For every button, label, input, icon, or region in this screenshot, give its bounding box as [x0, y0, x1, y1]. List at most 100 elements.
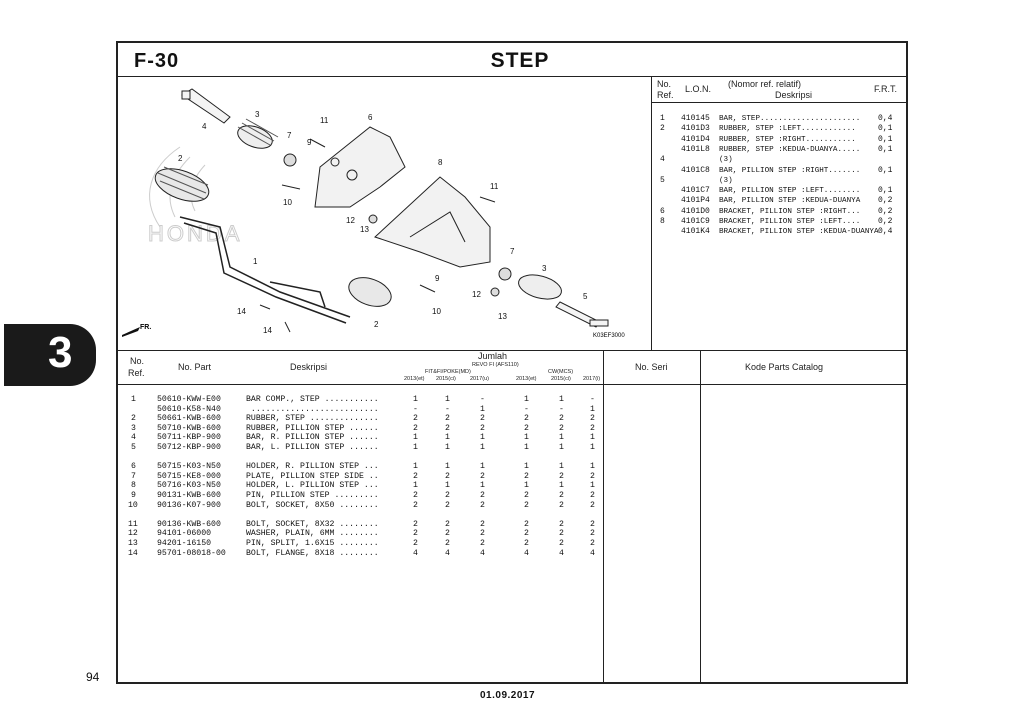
parts-row-qty: 2 [559, 423, 564, 433]
svg-text:10: 10 [283, 198, 292, 207]
parts-row-ref: 14 [128, 548, 138, 558]
svg-text:2: 2 [374, 320, 379, 329]
parts-row-qty: 4 [590, 548, 595, 558]
parts-row-qty: 1 [413, 462, 418, 472]
ref-row-desc: (3) [719, 156, 733, 165]
ref-row-no: 8 [660, 217, 665, 226]
parts-row-qty: - [413, 404, 418, 414]
svg-text:8: 8 [438, 158, 443, 167]
ref-row-no: 6 [660, 206, 665, 216]
parts-row-qty: 1 [480, 404, 485, 414]
parts-row-qty: 1 [480, 462, 485, 472]
ref-row-frt: 0,1 [878, 134, 893, 144]
parts-row-desc: PLATE, PILLION STEP SIDE .. [246, 471, 379, 481]
parts-row-qty: 1 [413, 433, 418, 443]
footer-date: 01.09.2017 [480, 690, 536, 701]
parts-row-qty: 1 [590, 481, 595, 491]
parts-row-ref: 1 [131, 395, 136, 404]
ref-row-lon: 4101D3 [681, 124, 710, 134]
parts-row-part: 95701-08018-00 [157, 548, 226, 558]
parts-row-part: 50715-K03-N50 [157, 462, 221, 472]
ref-row-frt: 0,1 [878, 144, 893, 154]
svg-text:7: 7 [287, 131, 292, 140]
parts-row-qty: 2 [445, 500, 450, 510]
parts-row-qty: 1 [445, 481, 450, 491]
parts-row-qty: 2 [590, 414, 595, 424]
parts-row-desc: BOLT, SOCKET, 8X50 ........ [246, 500, 379, 510]
parts-seri-separator [603, 351, 604, 683]
svg-text:1: 1 [253, 257, 258, 266]
year-header: 2015(ci) [436, 376, 456, 382]
parts-row-desc: BAR, L. PILLION STEP ...... [246, 443, 379, 452]
ref-row-desc: RUBBER, STEP :KEDUA-DUANYA..... [719, 145, 861, 154]
parts-row-qty: 2 [413, 491, 418, 500]
parts-row-qty: 1 [559, 443, 564, 452]
parts-row-qty: 2 [413, 539, 418, 548]
parts-header-group2: CW(MCS) [548, 369, 574, 375]
svg-text:10: 10 [432, 307, 441, 316]
parts-row-qty: 2 [559, 539, 564, 548]
parts-row-qty: 2 [413, 519, 418, 529]
parts-row-qty: 2 [413, 471, 418, 481]
parts-row-qty: 1 [524, 443, 529, 452]
ref-row-lon: 410145 [681, 114, 710, 123]
svg-text:6: 6 [368, 113, 373, 122]
ref-row-desc: BRACKET, PILLION STEP :LEFT.... [719, 218, 861, 226]
parts-row-part: 90136-K07-900 [157, 500, 221, 510]
svg-text:11: 11 [490, 182, 499, 191]
parts-header-model: REVO FI (AFS110) [472, 362, 519, 368]
parts-header-jumlah: Jumlah [478, 351, 508, 361]
section-code: F-30 [134, 50, 180, 72]
svg-text:12: 12 [346, 216, 355, 225]
parts-row-desc: PIN, SPLIT, 1.6X15 ........ [246, 539, 379, 548]
ref-row-frt: 0,1 [878, 165, 893, 175]
parts-header-divider [117, 384, 907, 385]
parts-row-qty: 1 [524, 462, 529, 472]
parts-row-qty: 2 [480, 519, 485, 529]
svg-text:3: 3 [542, 264, 547, 273]
parts-row-qty: 2 [445, 414, 450, 424]
parts-row-qty: 2 [590, 491, 595, 500]
parts-header-group1: FIT&FI/POKE(MD) [425, 369, 471, 375]
parts-row-qty: 2 [524, 529, 529, 539]
diagram-code: K03EF3000 [593, 333, 625, 339]
parts-row-qty: 1 [559, 481, 564, 491]
hardware-parts [259, 138, 512, 333]
parts-row-qty: 4 [524, 548, 529, 558]
parts-row-part: 94101-06000 [157, 529, 212, 539]
parts-row-ref: 5 [131, 443, 136, 452]
parts-row-desc: WASHER, PLAIN, 6MM ........ [246, 529, 379, 539]
svg-text:14: 14 [237, 307, 246, 316]
parts-row-qty: 2 [524, 539, 529, 548]
part-6-bracket-right [314, 126, 406, 208]
parts-row-qty: 2 [559, 471, 564, 481]
parts-row-qty: 1 [524, 433, 529, 443]
parts-row-qty: 2 [445, 471, 450, 481]
exploded-parts-diagram: HONDA [122, 88, 625, 339]
ref-row-frt: 0,2 [878, 196, 893, 206]
parts-row-part: 50610-K58-N40 [157, 404, 221, 414]
parts-row-qty: - [480, 395, 485, 404]
parts-row-qty: 1 [413, 481, 418, 491]
parts-row-qty: 2 [590, 539, 595, 548]
svg-text:13: 13 [360, 225, 369, 234]
parts-row-qty: 2 [480, 471, 485, 481]
svg-text:9: 9 [435, 274, 440, 283]
ref-row-lon: 4101C9 [681, 217, 710, 226]
part-1-bar-comp [179, 216, 351, 324]
parts-row-ref: 10 [128, 500, 138, 510]
parts-row-qty: 4 [413, 548, 418, 558]
ref-header-desc: Deskripsi [775, 90, 813, 100]
ref-row-lon: 4101K4 [681, 227, 710, 237]
ref-row-desc: BAR, PILLION STEP :KEDUA-DUANYA [719, 197, 861, 206]
parts-row-qty: 1 [559, 462, 564, 472]
parts-row-qty: 1 [524, 481, 529, 491]
parts-row-desc: BOLT, SOCKET, 8X32 ........ [246, 519, 379, 529]
parts-row-part: 90136-KWB-600 [157, 519, 221, 529]
title-divider [117, 76, 907, 77]
diagram-ref-separator [651, 77, 652, 350]
parts-row-qty: 2 [590, 519, 595, 529]
parts-row-qty: 1 [524, 395, 529, 404]
ref-row-desc: (3) [719, 176, 733, 185]
part-3-rubber-lower [518, 274, 562, 300]
